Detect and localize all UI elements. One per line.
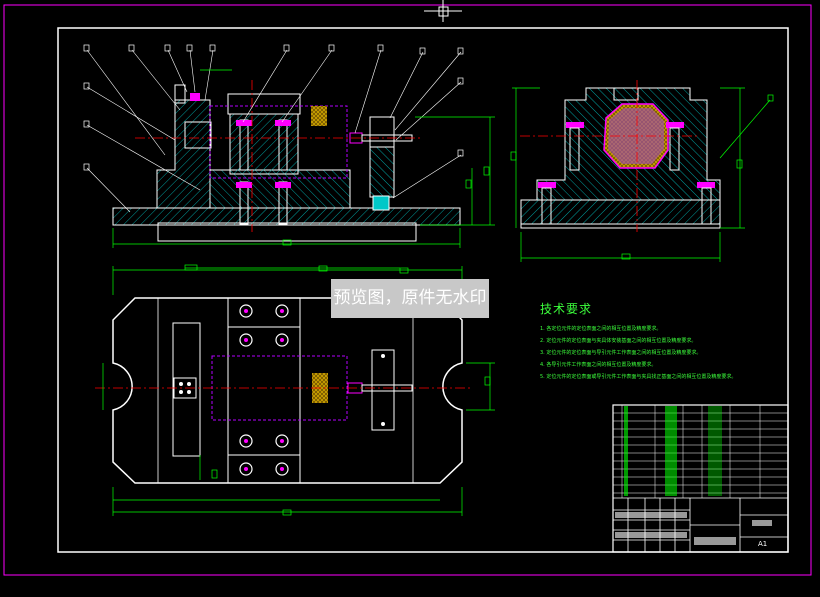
top-view xyxy=(95,264,495,516)
sheet-size-label: A1 xyxy=(758,540,768,548)
title-block-fills xyxy=(615,512,772,545)
parts-list-text xyxy=(624,406,722,496)
tech-requirements-title: 技术要求 xyxy=(540,302,593,316)
side-view xyxy=(510,80,774,262)
preview-watermark: 预览图，原件无水印 xyxy=(331,279,489,318)
drawing-frame xyxy=(57,27,789,553)
front-view xyxy=(83,44,495,248)
center-mark-top xyxy=(424,0,462,22)
parts-list xyxy=(613,405,788,498)
tech-requirement-3: 3. 定位元件的定位表面与导引元件工作表面之间的相互位置及精度要求。 xyxy=(540,350,702,356)
tech-requirement-1: 1. 各定位元件的定位表面之间的相互位置及精度要求。 xyxy=(540,326,662,332)
tech-requirement-5: 5. 定位元件的定位表面或导引元件工作表面与夹具找正基面之间的相互位置及精度要求… xyxy=(540,374,737,380)
outer-sheet-border xyxy=(3,4,812,576)
title-block xyxy=(612,404,789,553)
tech-requirement-4: 4. 各导引元件工作表面之间的相互位置及精度要求。 xyxy=(540,362,657,368)
tech-requirement-2: 2. 定位元件的定位表面与夹具体安装基面之间的相互位置及精度要求。 xyxy=(540,338,697,344)
